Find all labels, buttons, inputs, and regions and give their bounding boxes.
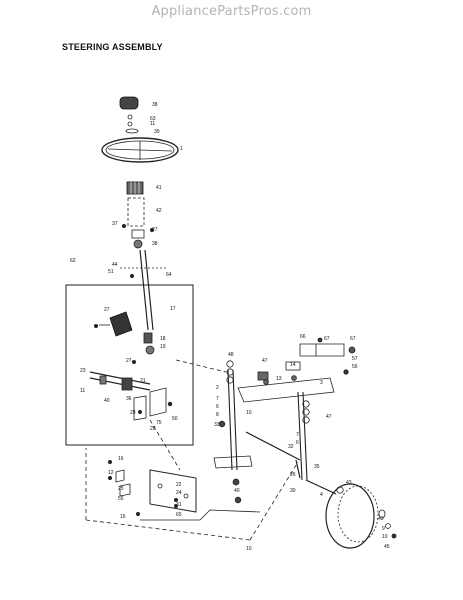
callout-32: 32 xyxy=(288,444,294,450)
callout-6: 6 xyxy=(216,404,219,410)
bracket-plate xyxy=(133,387,173,421)
callout-64: 64 xyxy=(166,272,172,278)
callout-42: 42 xyxy=(156,208,162,214)
callout-10: 10 xyxy=(382,534,388,540)
callout-12: 12 xyxy=(108,470,114,476)
callout-67: 67 xyxy=(350,336,356,342)
steering-adapter xyxy=(126,181,144,195)
callout-23: 23 xyxy=(80,368,86,374)
callout-28: 28 xyxy=(150,426,156,432)
callout-36: 36 xyxy=(126,396,132,402)
callout-48: 48 xyxy=(228,352,234,358)
upper-shaft xyxy=(127,197,145,227)
callout-51: 51 xyxy=(108,269,114,275)
watermark: AppliancePartsPros.com xyxy=(151,4,312,19)
callout-50: 50 xyxy=(172,416,178,422)
steering-wheel xyxy=(101,137,179,163)
callout-31: 31 xyxy=(176,502,182,508)
steering-knob xyxy=(119,96,139,110)
sector-gear xyxy=(94,311,133,337)
diagram-title: STEERING ASSEMBLY xyxy=(62,42,163,52)
callout-4: 4 xyxy=(320,492,323,498)
callout-7: 7 xyxy=(216,396,219,402)
spindle-assembly xyxy=(226,360,238,471)
callout-45: 45 xyxy=(384,544,390,550)
callout-39: 39 xyxy=(154,129,160,135)
center-bolt xyxy=(218,420,242,504)
callout-41: 41 xyxy=(156,185,162,191)
callout-22: 22 xyxy=(176,482,182,488)
callout-27: 27 xyxy=(104,307,110,313)
callout-25: 25 xyxy=(118,486,124,492)
callout-40: 40 xyxy=(104,398,110,404)
callout-9: 9 xyxy=(382,526,385,532)
bracket-fasteners xyxy=(108,459,178,517)
drag-link xyxy=(245,431,301,479)
callout-56: 56 xyxy=(352,364,358,370)
right-spindle xyxy=(297,391,310,481)
callout-33: 33 xyxy=(214,422,220,428)
callout-55: 55 xyxy=(118,496,124,502)
callout-26: 26 xyxy=(290,472,296,478)
callout-6: 6 xyxy=(296,440,299,446)
callout-14: 14 xyxy=(290,362,296,368)
callout-40: 40 xyxy=(234,488,240,494)
callout-16: 16 xyxy=(118,456,124,462)
axle-spacers xyxy=(257,361,301,381)
gear-subassembly-frame xyxy=(65,284,194,446)
callout-75: 75 xyxy=(156,420,162,426)
gear-bracket xyxy=(149,469,197,513)
callout-10: 10 xyxy=(246,546,252,552)
callout-10: 10 xyxy=(246,410,252,416)
callout-24: 24 xyxy=(176,490,182,496)
callout-11: 11 xyxy=(80,388,85,394)
callout-38: 38 xyxy=(152,102,158,108)
drag-rod xyxy=(140,509,261,521)
callout-11: 11 xyxy=(150,121,155,127)
callout-47: 47 xyxy=(262,358,268,364)
callout-27: 27 xyxy=(126,358,132,364)
callout-15: 15 xyxy=(120,514,126,520)
pinion-gear xyxy=(131,332,155,364)
callout-21: 21 xyxy=(140,378,146,384)
callout-19: 19 xyxy=(160,344,166,350)
callout-30: 30 xyxy=(290,488,296,494)
callout-66: 66 xyxy=(300,334,306,340)
front-axle xyxy=(237,375,335,403)
callout-3: 3 xyxy=(320,380,323,386)
callout-8: 8 xyxy=(216,412,219,418)
callout-13: 13 xyxy=(276,376,282,382)
callout-7: 7 xyxy=(296,432,299,438)
shaft-bushing xyxy=(122,223,154,249)
callout-2: 2 xyxy=(216,385,219,391)
callout-1: 1 xyxy=(180,146,183,152)
axle-support-bracket xyxy=(299,337,356,375)
callout-57: 57 xyxy=(352,356,358,362)
assembly-leader-lines xyxy=(85,359,299,541)
callout-43: 43 xyxy=(346,480,352,486)
callout-47: 47 xyxy=(326,414,332,420)
support-shaft xyxy=(89,371,151,391)
callout-67: 67 xyxy=(324,336,330,342)
callout-labels: 3863113914142372738446451621727181927231… xyxy=(70,102,390,552)
callout-38: 38 xyxy=(152,241,158,247)
front-wheel xyxy=(325,483,397,549)
callout-65: 65 xyxy=(176,512,182,518)
steering-shaft xyxy=(120,249,168,331)
steering-arm xyxy=(213,455,253,486)
callout-37: 37 xyxy=(112,221,118,227)
callout-29: 29 xyxy=(130,410,136,416)
callout-63: 63 xyxy=(150,116,156,122)
callout-18: 18 xyxy=(160,336,166,342)
knob-washers xyxy=(125,114,139,134)
callout-17: 17 xyxy=(170,306,176,312)
callout-62: 62 xyxy=(70,258,76,264)
callout-43: 43 xyxy=(378,516,384,522)
callout-44: 44 xyxy=(112,262,118,268)
spindle-extension xyxy=(305,479,344,495)
callout-27: 27 xyxy=(152,227,158,233)
callout-35: 35 xyxy=(314,464,320,470)
